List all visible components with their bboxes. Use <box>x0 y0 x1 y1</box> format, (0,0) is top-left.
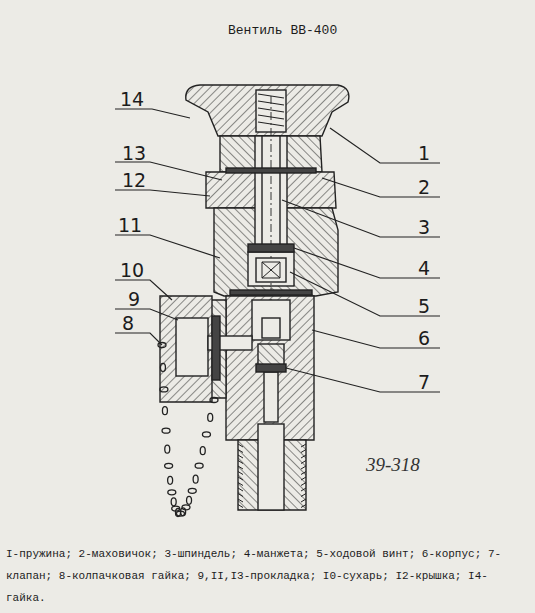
thread <box>238 461 243 464</box>
chain <box>202 432 210 437</box>
spring <box>258 122 284 126</box>
thread <box>301 505 306 508</box>
thread <box>238 444 243 447</box>
thread <box>238 494 243 497</box>
valve-body <box>264 372 278 422</box>
leader-line <box>286 368 440 392</box>
valve-body <box>176 318 208 376</box>
spring <box>258 115 284 119</box>
callout-number: 12 <box>122 171 146 190</box>
leader-line <box>322 178 440 197</box>
leader-line <box>115 190 210 196</box>
chain <box>162 428 170 433</box>
callout-number: 13 <box>122 144 146 163</box>
leader-line <box>115 109 190 118</box>
chain <box>160 387 168 392</box>
thread <box>301 499 306 502</box>
valve-body <box>252 300 290 340</box>
chain <box>165 445 170 453</box>
chain <box>200 447 205 455</box>
thread <box>238 444 306 508</box>
valve-body <box>258 424 284 510</box>
valve-body <box>256 364 286 372</box>
thread <box>238 477 243 480</box>
callout-number: 2 <box>418 178 430 197</box>
chain <box>195 463 203 468</box>
callout-number: 6 <box>418 329 430 348</box>
chain <box>165 463 173 468</box>
chain <box>188 488 196 493</box>
callout-number: 8 <box>122 314 134 333</box>
chain <box>171 498 176 506</box>
callout-number: 1 <box>418 144 430 163</box>
chain <box>168 476 173 484</box>
valve-body <box>256 90 286 132</box>
thread <box>301 488 306 491</box>
thread <box>238 505 243 508</box>
thread <box>301 472 306 475</box>
callout-number: 5 <box>418 297 430 316</box>
leader-line <box>290 272 440 316</box>
thread <box>301 466 306 469</box>
valve-body <box>262 318 280 338</box>
spring <box>258 94 284 126</box>
thread <box>238 450 243 453</box>
callout-number: 9 <box>128 290 140 309</box>
thread <box>238 499 243 502</box>
thread <box>301 450 306 453</box>
chain <box>162 407 167 415</box>
valve-body <box>186 85 349 136</box>
leader-line <box>330 128 440 163</box>
callout-number: 11 <box>118 216 142 235</box>
thread <box>238 488 243 491</box>
thread <box>238 466 243 469</box>
callout-number: 10 <box>120 261 144 280</box>
callout-number: 4 <box>418 259 430 278</box>
thread <box>301 455 306 458</box>
drawing-title: Вентиль ВВ-400 <box>228 24 337 37</box>
thread <box>301 477 306 480</box>
callout-number: 14 <box>120 90 144 109</box>
chain <box>168 490 176 495</box>
valve-body <box>262 262 280 278</box>
leader-line <box>115 109 440 392</box>
chain <box>158 343 218 517</box>
valve-body <box>226 168 316 173</box>
leader-line <box>312 330 440 348</box>
thread <box>238 472 243 475</box>
callout-number: 3 <box>418 218 430 237</box>
valve-body <box>212 316 220 380</box>
thread <box>301 444 306 447</box>
spring <box>258 94 284 98</box>
chain <box>182 505 190 510</box>
chain <box>193 475 198 483</box>
drawing-number: 39-318 <box>366 455 420 474</box>
leader-line <box>115 235 220 258</box>
valve-body <box>248 244 294 252</box>
valve-body <box>160 296 212 402</box>
chain <box>187 496 192 504</box>
spring <box>258 101 284 105</box>
leader-line <box>115 280 172 300</box>
thread <box>238 455 243 458</box>
spring <box>258 108 284 112</box>
chain <box>160 363 165 371</box>
chain <box>208 413 213 421</box>
valve-body <box>226 296 314 440</box>
valve-body <box>256 258 286 282</box>
thread <box>301 483 306 486</box>
leader-line <box>282 200 440 237</box>
valve-body <box>230 290 312 295</box>
thread <box>238 483 243 486</box>
thread <box>301 494 306 497</box>
leader-line <box>294 248 440 278</box>
callout-number: 7 <box>418 373 430 392</box>
valve-body <box>160 85 349 510</box>
thread <box>301 461 306 464</box>
leader-line <box>115 333 162 345</box>
parts-legend-caption: I-пружина; 2-маховичок; 3-шпиндель; 4-ма… <box>6 543 526 609</box>
chain <box>210 398 218 403</box>
